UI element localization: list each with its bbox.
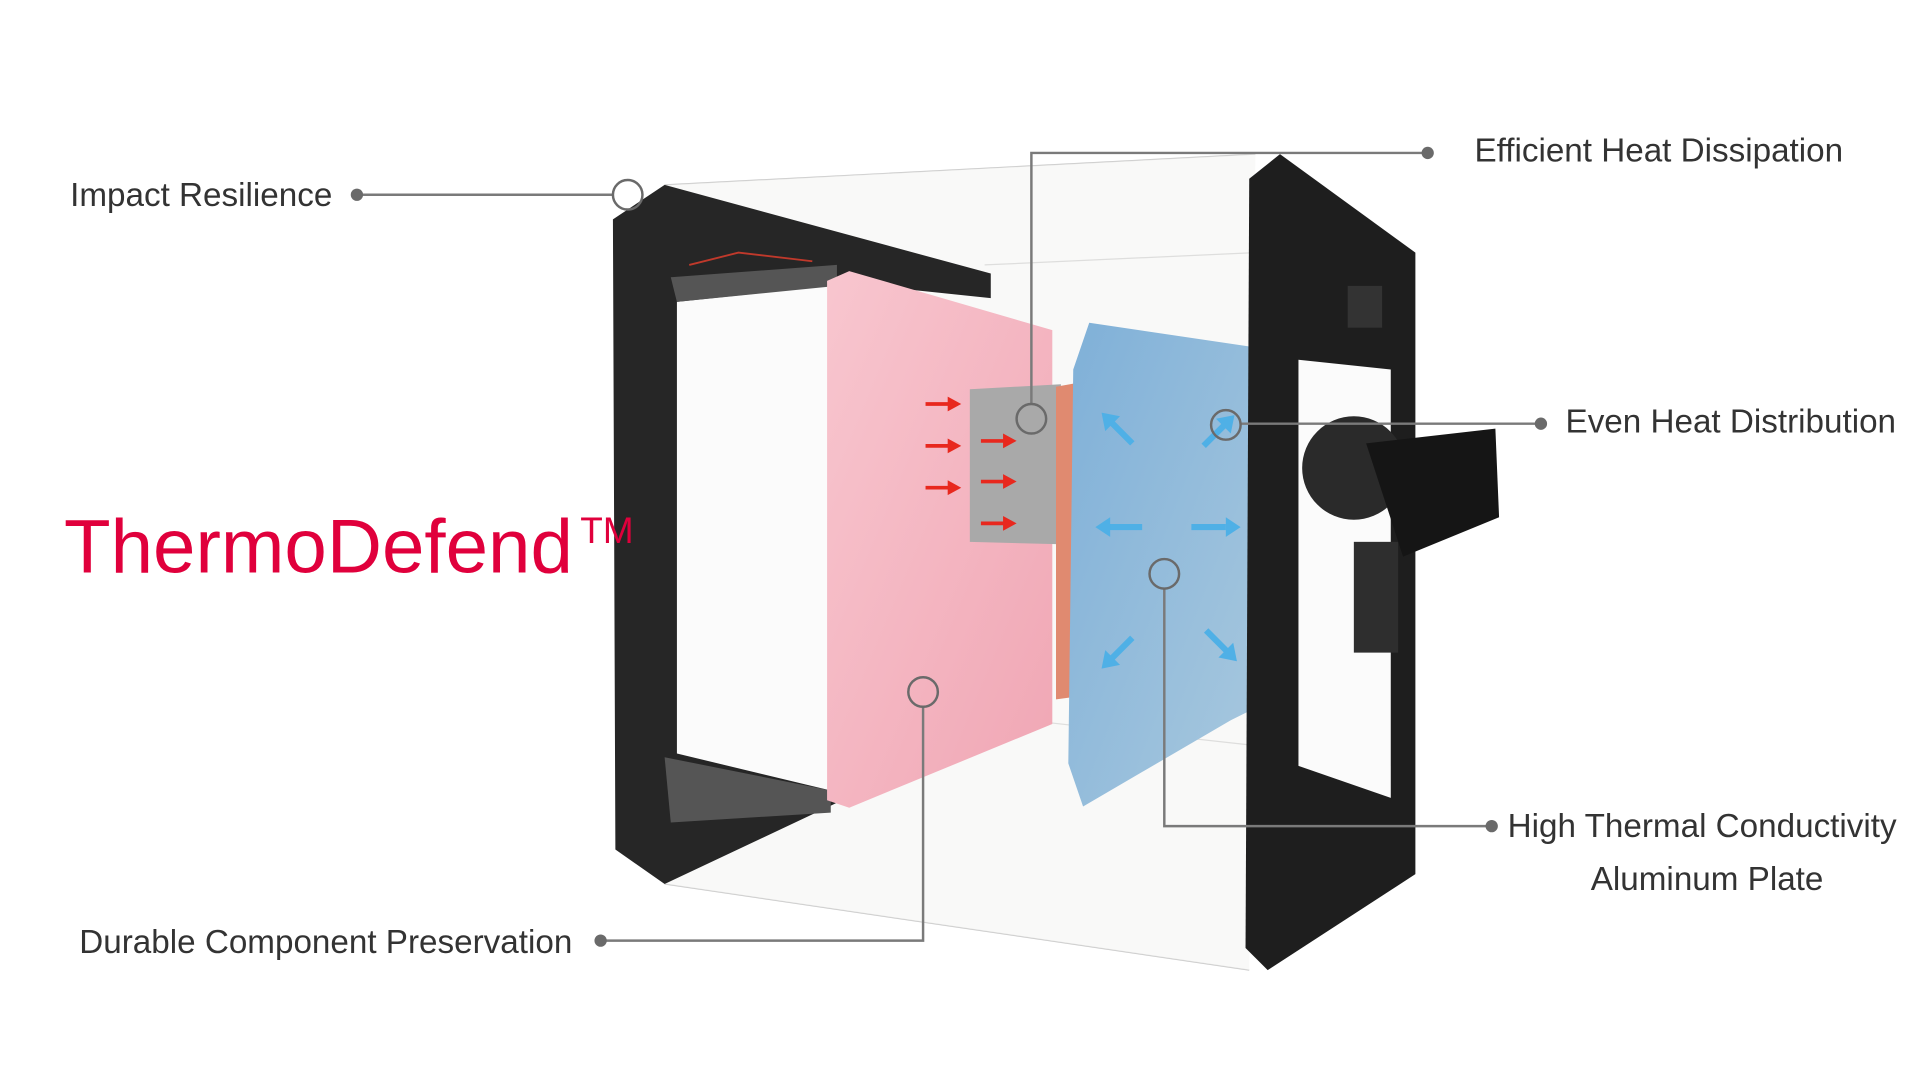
callout-label: Even Heat Distribution: [1566, 403, 1897, 440]
callout-label: High Thermal Conductivity: [1508, 808, 1897, 845]
heat-arrow-icon: [980, 433, 1017, 449]
heat-arrow-icon: [925, 396, 962, 412]
callout-conductivity: High Thermal Conductivity Aluminum Plate: [1148, 557, 1897, 898]
callout-label: Aluminum Plate: [1591, 861, 1824, 898]
callout-dissipation: Efficient Heat Dissipation: [1015, 133, 1843, 435]
cool-arrow-icon: [1203, 628, 1237, 662]
callout-label: Efficient Heat Dissipation: [1474, 133, 1843, 170]
callout-distribution: Even Heat Distribution: [1209, 403, 1897, 441]
heat-arrows: [925, 396, 1017, 531]
rotating-stand: [1302, 416, 1500, 653]
heat-arrow-icon: [925, 438, 962, 454]
heat-arrow-icon: [980, 516, 1017, 531]
heat-arrow-icon: [925, 480, 962, 496]
callout-impact: Impact Resilience: [70, 177, 644, 214]
callout-label: Durable Component Preservation: [79, 924, 572, 961]
cool-arrow-icon: [1191, 517, 1241, 537]
heat-arrow-icon: [980, 474, 1017, 489]
cool-arrow-icon: [1101, 635, 1135, 669]
front-bumper-frame: [612, 184, 991, 884]
callout-durable: Durable Component Preservation: [79, 676, 940, 961]
callout-label: Impact Resilience: [70, 177, 332, 214]
cool-arrow-icon: [1101, 412, 1135, 446]
cool-arrow-icon: [1095, 517, 1143, 537]
thermal-pad: [969, 384, 1061, 545]
